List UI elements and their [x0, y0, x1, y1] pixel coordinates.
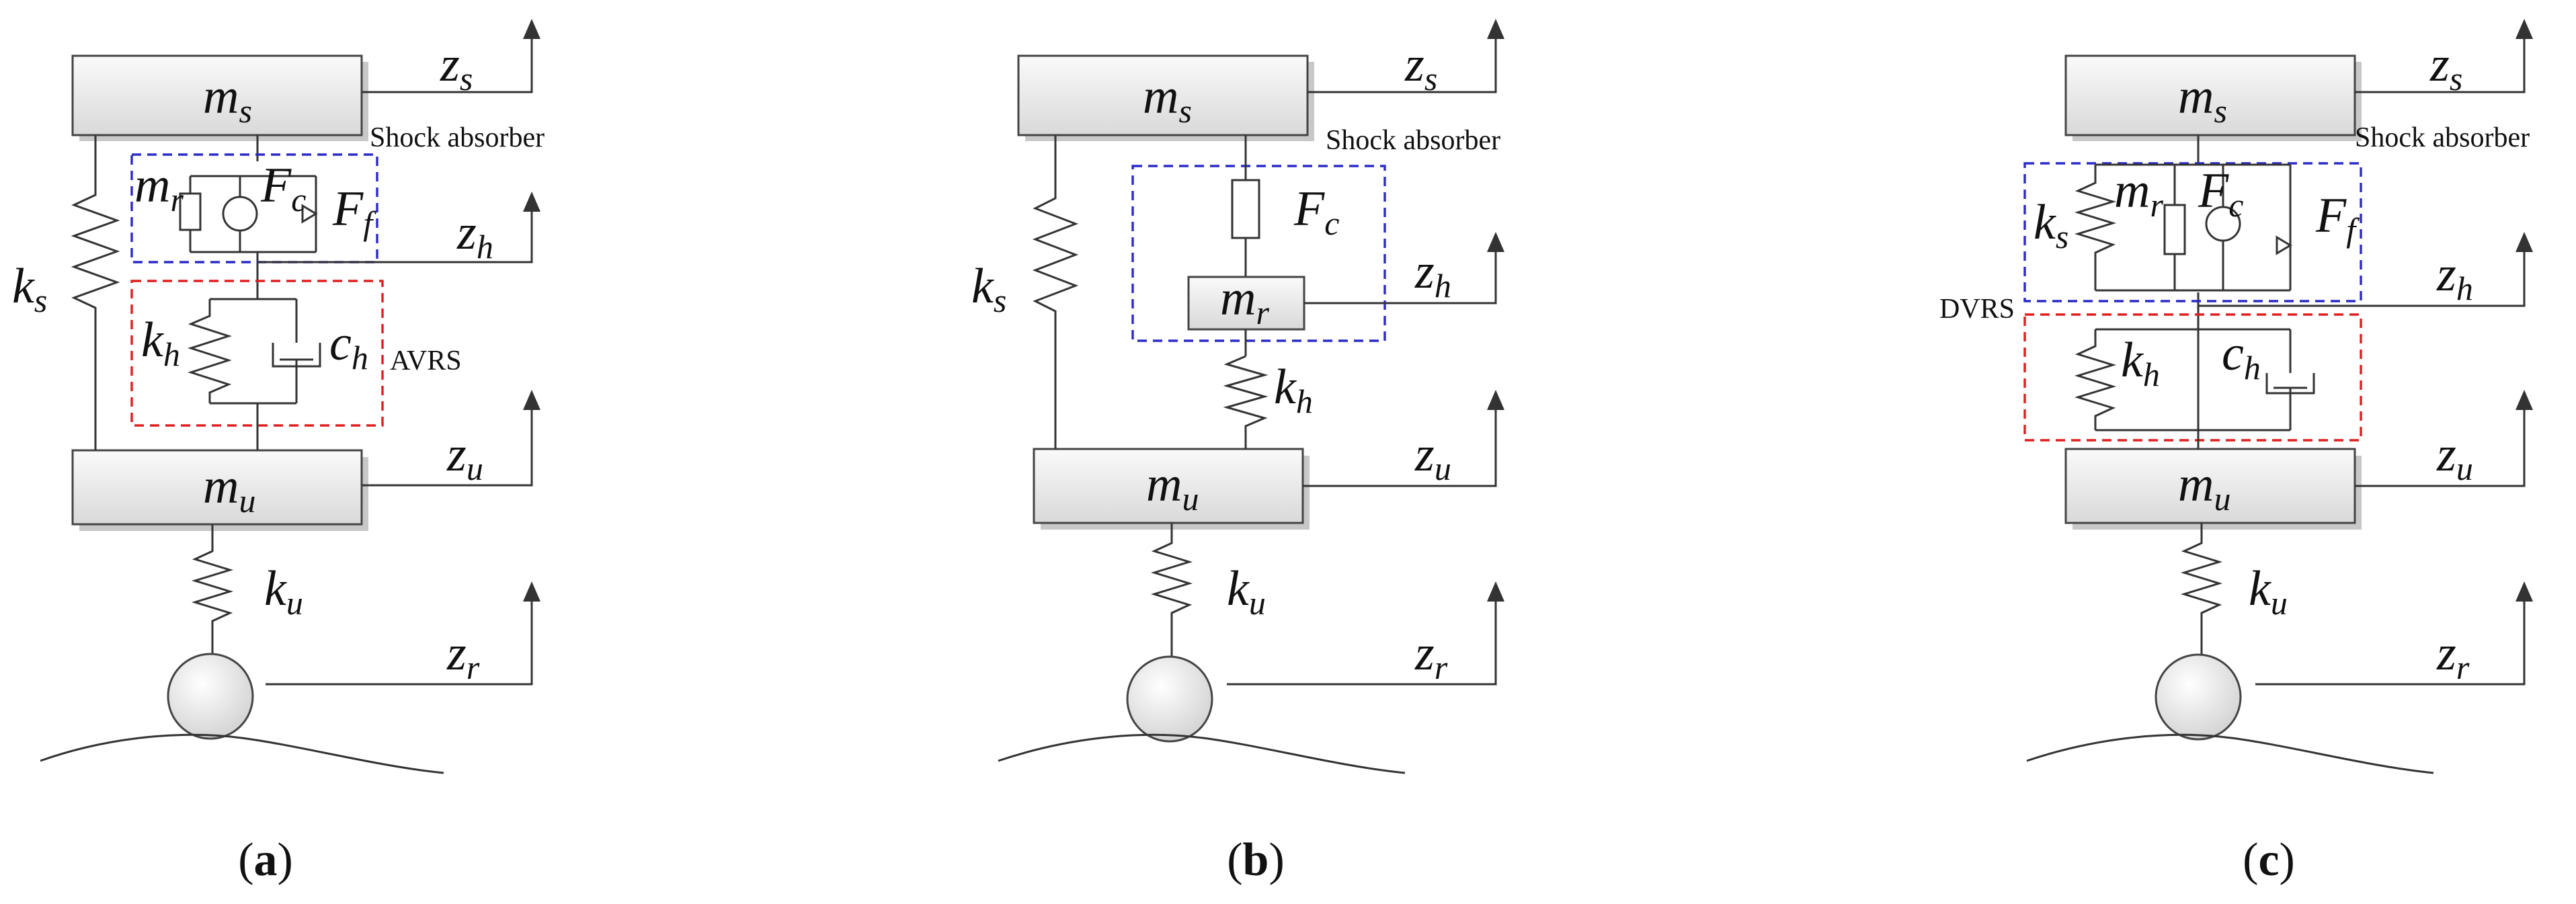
label-ks-c: ks — [2034, 195, 2068, 255]
spring-ks-b — [1032, 135, 1079, 449]
wheel-a — [167, 653, 254, 740]
panel-c: ms mu ks mr Fc Ff kh ch ku zs zh zu zr S… — [1939, 19, 2533, 886]
label-zr-a: zr — [446, 626, 480, 686]
label-zr-c: zr — [2436, 626, 2470, 686]
avrs-label: AVRS — [390, 345, 462, 376]
inerter-mr-c — [2163, 204, 2186, 255]
label-zs-c: zs — [2429, 37, 2462, 97]
inerter-box-c — [2023, 162, 2362, 302]
force-fc-b — [1231, 179, 1260, 239]
label-mr-b: mr — [1220, 271, 1269, 331]
inerter-box-a — [130, 153, 378, 263]
spring-kh-c — [2074, 329, 2117, 430]
label-ff-a: Ff — [332, 181, 376, 242]
unsprung-mass-a — [71, 449, 363, 526]
spring-ku-c — [2180, 523, 2223, 655]
label-kh-b: kh — [1274, 360, 1313, 420]
wheel-c — [2155, 653, 2242, 741]
label-kh-c: kh — [2121, 333, 2160, 393]
shock-absorber-label-c: Shock absorber — [2355, 122, 2530, 153]
force-fc-c — [2205, 206, 2241, 242]
label-zs-a: zs — [440, 37, 473, 97]
label-zh-c: zh — [2436, 247, 2473, 307]
inerter-box-b — [1131, 165, 1386, 342]
spring-damper-box-a — [130, 280, 384, 427]
label-fc-c: Fc — [2198, 163, 2243, 224]
damper-ch-a — [272, 299, 321, 403]
label-ms-a: ms — [203, 69, 252, 130]
force-fc-a — [222, 196, 258, 232]
label-mu-b: mu — [1146, 457, 1199, 518]
label-kh-a: kh — [141, 313, 180, 373]
label-mr-a: mr — [134, 158, 184, 218]
label-ms-b: ms — [1143, 69, 1192, 130]
road-b — [998, 733, 1406, 774]
caption-c: (c) — [2243, 834, 2295, 886]
sprung-mass-a — [71, 54, 363, 136]
label-mu-a: mu — [203, 459, 255, 520]
label-zu-b: zu — [1414, 427, 1451, 487]
spring-kh-b — [1223, 355, 1269, 449]
unsprung-mass-b — [1033, 448, 1304, 524]
sprung-mass-c — [2064, 54, 2356, 136]
label-mr-c: mr — [2114, 163, 2163, 224]
wheel-b — [1126, 655, 1213, 743]
label-ks-b: ks — [971, 259, 1006, 319]
label-zu-a: zu — [446, 427, 483, 487]
road-a — [40, 733, 444, 774]
panel-a: ms mu mr Fc Ff ks kh ch ku zs zh zu zr S… — [12, 19, 545, 886]
caption-a: (a) — [238, 834, 293, 886]
panel-b: ms mu mr Fc ks kh ku zs zh zu zr Shock a… — [971, 19, 1504, 886]
damper-ch-c — [2265, 329, 2315, 430]
label-ku-b: ku — [1227, 561, 1266, 622]
inerter-mr-a — [179, 192, 202, 231]
shock-absorber-label-a: Shock absorber — [370, 122, 545, 153]
label-ku-a: ku — [264, 561, 303, 622]
label-ch-a: ch — [329, 316, 368, 376]
label-zu-c: zu — [2436, 427, 2473, 487]
spring-kh-a — [188, 299, 232, 403]
label-zs-b: zs — [1404, 37, 1437, 97]
label-fc-b: Fc — [1293, 181, 1339, 242]
label-ch-c: ch — [2222, 326, 2261, 386]
spring-ks-c — [2074, 165, 2117, 290]
label-fc-a: Fc — [260, 158, 306, 218]
spring-damper-box-c — [2023, 313, 2362, 442]
label-ms-c: ms — [2178, 69, 2227, 130]
road-c — [2026, 733, 2434, 774]
label-ks-a: ks — [12, 259, 47, 319]
caption-b: (b) — [1227, 834, 1285, 886]
label-ku-c: ku — [2249, 561, 2288, 622]
spring-ks-a — [71, 135, 120, 450]
sprung-mass-b — [1017, 54, 1309, 136]
label-mu-c: mu — [2178, 457, 2230, 518]
label-ff-c: Ff — [2315, 188, 2360, 249]
spring-ku-b — [1150, 523, 1193, 662]
shock-absorber-label-b: Shock absorber — [1326, 125, 1500, 156]
spring-ku-a — [191, 524, 234, 655]
label-zr-b: zr — [1414, 626, 1448, 686]
dvrs-label: DVRS — [1939, 294, 2015, 325]
label-zh-a: zh — [456, 205, 493, 265]
label-zh-b: zh — [1414, 244, 1451, 304]
